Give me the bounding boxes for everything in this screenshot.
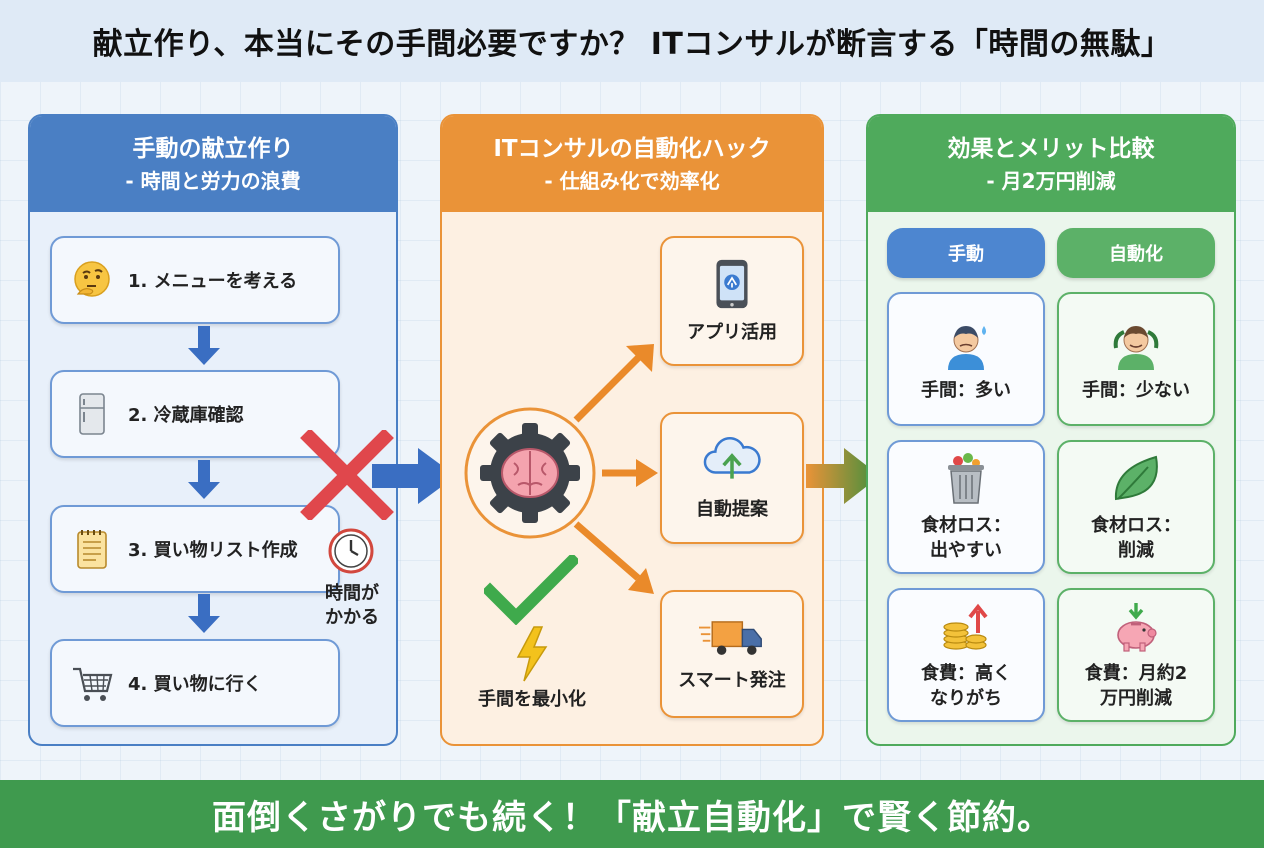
- manual-panel-title: 手動の献立作り: [132, 136, 294, 162]
- time-consuming-note: 時間が かかる: [312, 582, 392, 630]
- lightning-icon: [516, 626, 548, 682]
- auto-food-cost-line1: 食費：月約2: [1084, 663, 1188, 684]
- time-consuming-note-line1: 時間が: [325, 583, 379, 604]
- page-title: 献立作り、本当にその手間必要ですか？ ITコンサルが断言する「時間の無駄」: [92, 27, 1172, 62]
- manual-step-4-label: 4. 買い物に行く: [128, 674, 262, 695]
- delivery-truck-icon: [699, 621, 762, 655]
- coins-up-icon: [943, 603, 988, 650]
- manual-step-2-label: 2. 冷蔵庫確認: [128, 405, 244, 426]
- minimize-effort-label: 手間を最小化: [478, 689, 586, 710]
- footer-banner: 面倒くさがりでも続く！「献立自動化」で賢く節約。: [0, 780, 1264, 848]
- auto-food-loss-line1: 食材ロス：: [1091, 515, 1181, 536]
- thinking-face-icon: [74, 261, 110, 297]
- manual-food-cost-label: 食費：高く なりがち: [921, 661, 1011, 711]
- leaf-icon: [1114, 455, 1158, 501]
- manual-food-loss-label: 食材ロス： 出やすい: [921, 513, 1011, 563]
- manual-step-1: 1. メニューを考える: [50, 236, 340, 324]
- relaxed-person-icon: [1113, 325, 1159, 370]
- title-bar: 献立作り、本当にその手間必要ですか？ ITコンサルが断言する「時間の無駄」: [0, 0, 1264, 82]
- refrigerator-icon: [79, 393, 105, 435]
- orange-arrow-down: [573, 521, 654, 594]
- manual-food-cost-card: 食費：高く なりがち: [887, 588, 1045, 722]
- notepad-icon: [77, 530, 107, 569]
- footer-text: 面倒くさがりでも続く！「献立自動化」で賢く節約。: [212, 797, 1052, 838]
- manual-step-3: 3. 買い物リスト作成: [50, 505, 340, 593]
- automation-column-header: 自動化: [1057, 228, 1215, 278]
- auto-food-loss-card: 食材ロス： 削減: [1057, 440, 1215, 574]
- automation-panel-title: ITコンサルの自動化ハック: [493, 136, 771, 162]
- manual-step-2: 2. 冷蔵庫確認: [50, 370, 340, 458]
- app-usage-box: アプリ活用: [660, 236, 804, 366]
- auto-effort-line1: 手間：少ない: [1082, 379, 1190, 401]
- auto-food-loss-line2: 削減: [1118, 540, 1154, 561]
- automation-panel-header: ITコンサルの自動化ハック - 仕組み化で効率化: [442, 116, 822, 212]
- smart-order-label: スマート発注: [678, 670, 786, 691]
- orange-arrow-up: [573, 344, 654, 423]
- down-arrow-1: [188, 326, 220, 365]
- app-usage-label: アプリ活用: [687, 322, 777, 343]
- shopping-cart-icon: [73, 667, 113, 701]
- auto-food-cost-card: 食費：月約2 万円削減: [1057, 588, 1215, 722]
- auto-food-loss-label: 食材ロス： 削減: [1091, 513, 1181, 563]
- down-arrow-3: [188, 594, 220, 633]
- cross-mark-icon: [300, 430, 394, 520]
- clock-icon: [328, 528, 374, 574]
- smart-order-box: スマート発注: [660, 590, 804, 718]
- orange-arrow-right: [602, 459, 658, 487]
- auto-suggest-label: 自動提案: [696, 499, 768, 520]
- auto-effort-label: 手間：少ない: [1082, 378, 1190, 403]
- auto-food-cost-label: 食費：月約2 万円削減: [1085, 661, 1188, 711]
- manual-food-loss-line1: 食材ロス：: [921, 515, 1011, 536]
- manual-step-4: 4. 買い物に行く: [50, 639, 340, 727]
- results-panel-header: 効果とメリット比較 - 月2万円削減: [868, 116, 1234, 212]
- manual-food-loss-line2: 出やすい: [930, 540, 1002, 561]
- right-arrow-gradient: [806, 448, 880, 504]
- manual-column-header: 手動: [887, 228, 1045, 278]
- cloud-upload-icon: [703, 436, 761, 479]
- auto-effort-card: 手間：少ない: [1057, 292, 1215, 426]
- manual-panel-header: 手動の献立作り - 時間と労力の浪費: [30, 116, 396, 212]
- manual-step-1-label: 1. メニューを考える: [128, 271, 298, 292]
- down-arrow-2: [188, 460, 220, 499]
- time-consuming-note-line2: かかる: [325, 607, 379, 628]
- auto-suggest-box: 自動提案: [660, 412, 804, 544]
- right-arrow-blue: [372, 448, 456, 504]
- trash-can-icon: [948, 453, 984, 504]
- manual-effort-card: 手間：多い: [887, 292, 1045, 426]
- checkmark-icon: [484, 555, 578, 625]
- manual-food-cost-line1: 食費：高く: [921, 663, 1011, 684]
- automation-panel-subtitle: - 仕組み化で効率化: [544, 169, 720, 193]
- results-panel-title: 効果とメリット比較: [947, 136, 1155, 162]
- manual-food-cost-line2: なりがち: [930, 688, 1002, 709]
- auto-food-cost-line2: 万円削減: [1100, 688, 1172, 709]
- manual-food-loss-card: 食材ロス： 出やすい: [887, 440, 1045, 574]
- gear-brain-icon: [464, 407, 596, 539]
- sweating-person-icon: [948, 325, 986, 370]
- manual-panel-subtitle: - 時間と労力の浪費: [125, 169, 301, 193]
- smartphone-app-icon: [716, 259, 748, 309]
- piggy-bank-icon: [1117, 603, 1157, 652]
- manual-effort-label: 手間：多い: [921, 378, 1011, 403]
- manual-step-3-label: 3. 買い物リスト作成: [128, 540, 298, 561]
- results-panel-subtitle: - 月2万円削減: [986, 169, 1116, 193]
- manual-effort-line1: 手間：多い: [921, 379, 1011, 401]
